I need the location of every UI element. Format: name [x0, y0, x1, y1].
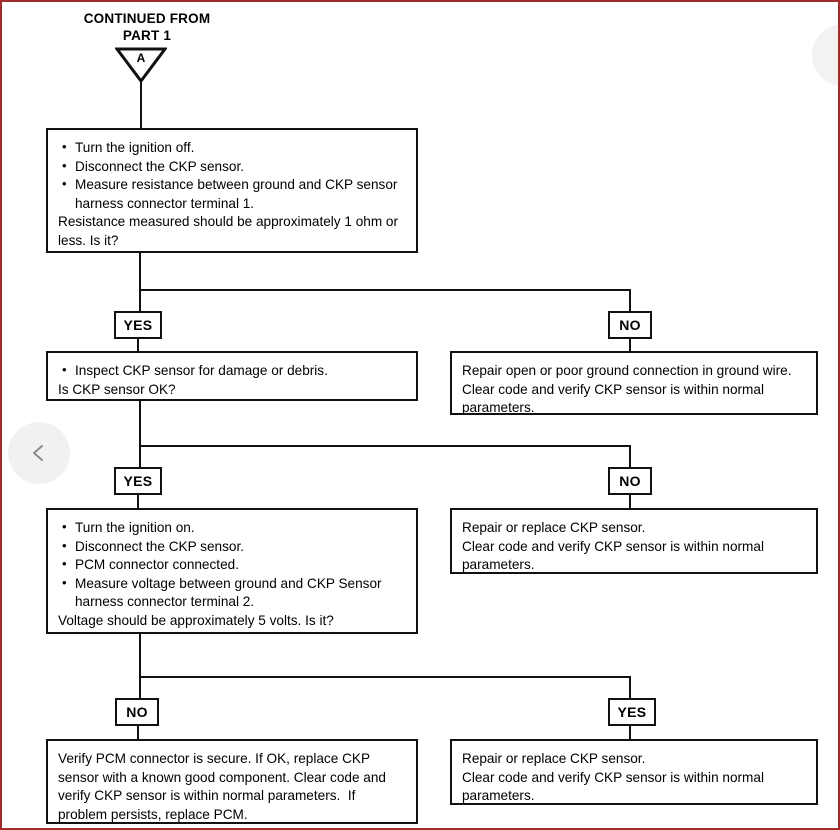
- branch-tag-yes-3: YES: [608, 698, 656, 726]
- list-item: Turn the ignition off.: [62, 138, 404, 158]
- decision-box-step2: Inspect CKP sensor for damage or debris.…: [46, 351, 418, 401]
- list-item: Measure resistance between ground and CK…: [62, 175, 404, 213]
- flow-line-branch3-horizontal: [139, 676, 631, 678]
- branch-tag-yes-1: YES: [114, 311, 162, 339]
- flow-line-branch3-to-yes: [629, 676, 631, 698]
- step2-question: Is CKP sensor OK?: [58, 381, 176, 397]
- list-item: Measure voltage between ground and CKP S…: [62, 574, 404, 612]
- decision-box-step1: Turn the ignition off. Disconnect the CK…: [46, 128, 418, 253]
- list-item: Turn the ignition on.: [62, 518, 404, 538]
- step1-question: Resistance measured should be approximat…: [58, 214, 402, 248]
- branch-tag-yes-2: YES: [114, 467, 162, 495]
- step3-question: Voltage should be approximately 5 volts.…: [58, 612, 334, 628]
- page-title: CONTINUED FROM PART 1: [83, 11, 211, 43]
- flow-line-yes2-to-step3: [137, 495, 139, 508]
- branch-tag-no-3: NO: [115, 698, 159, 726]
- step1-bullets: Turn the ignition off. Disconnect the CK…: [58, 138, 404, 213]
- flow-line-branch1-horizontal: [139, 289, 631, 291]
- flow-line-no2-to-result2: [629, 495, 631, 508]
- list-item: Inspect CKP sensor for damage or debris.: [62, 361, 404, 381]
- action-box-result3: Verify PCM connector is secure. If OK, r…: [46, 739, 418, 824]
- list-item: PCM connector connected.: [62, 555, 404, 575]
- branch-tag-no-1: NO: [608, 311, 652, 339]
- flow-line-step1-down: [139, 253, 141, 311]
- previous-page-button[interactable]: [8, 422, 70, 484]
- decision-box-step3: Turn the ignition on. Disconnect the CKP…: [46, 508, 418, 634]
- list-item: Disconnect the CKP sensor.: [62, 537, 404, 557]
- connector-label: A: [136, 51, 146, 65]
- triangle-connector-icon: [114, 47, 168, 84]
- flow-line-no1-to-result1: [629, 339, 631, 351]
- step3-bullets: Turn the ignition on. Disconnect the CKP…: [58, 518, 404, 612]
- list-item: Disconnect the CKP sensor.: [62, 157, 404, 177]
- chevron-left-icon: [33, 445, 43, 461]
- flow-line-step2-down: [139, 401, 141, 467]
- flow-line-branch2-horizontal: [139, 445, 631, 447]
- flow-line-branch1-to-no: [629, 289, 631, 311]
- off-page-connector: A: [114, 47, 168, 84]
- result4-text: Repair or replace CKP sensor. Clear code…: [462, 751, 764, 804]
- chevron-right-icon: [832, 44, 840, 66]
- action-box-result2: Repair or replace CKP sensor. Clear code…: [450, 508, 818, 574]
- action-box-result4: Repair or replace CKP sensor. Clear code…: [450, 739, 818, 805]
- flow-line-no3-to-result3: [137, 726, 139, 739]
- result3-text: Verify PCM connector is secure. If OK, r…: [58, 751, 390, 822]
- result2-text: Repair or replace CKP sensor. Clear code…: [462, 520, 764, 573]
- flow-line-branch2-to-no: [629, 445, 631, 467]
- flow-line-yes1-to-step2: [137, 339, 139, 351]
- action-box-result1: Repair open or poor ground connection in…: [450, 351, 818, 415]
- branch-tag-no-2: NO: [608, 467, 652, 495]
- result1-text: Repair open or poor ground connection in…: [462, 363, 796, 416]
- step2-bullets: Inspect CKP sensor for damage or debris.: [58, 361, 404, 381]
- flow-line-connector-to-step1: [140, 81, 142, 129]
- flow-line-step3-down: [139, 634, 141, 698]
- flow-line-yes3-to-result4: [629, 726, 631, 739]
